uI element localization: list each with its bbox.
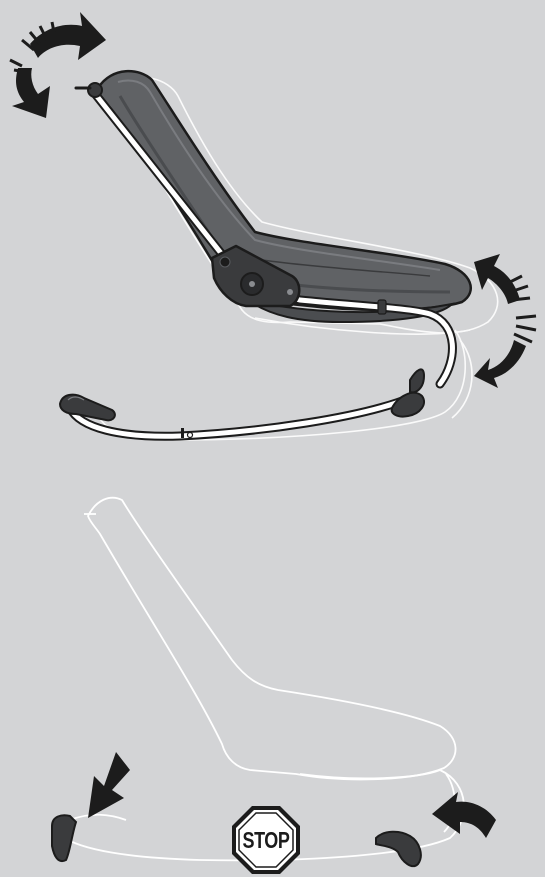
rock-arrow-right-icon bbox=[474, 254, 536, 388]
rock-arrow-top-left-icon bbox=[10, 12, 106, 118]
stop-sign-label: STOP bbox=[243, 828, 291, 854]
press-arrow-left-icon bbox=[88, 752, 130, 818]
stop-sign-icon: STOP bbox=[232, 806, 300, 874]
fixed-bouncer-outline bbox=[62, 498, 464, 861]
rocking-bouncer-illustration bbox=[60, 71, 498, 440]
